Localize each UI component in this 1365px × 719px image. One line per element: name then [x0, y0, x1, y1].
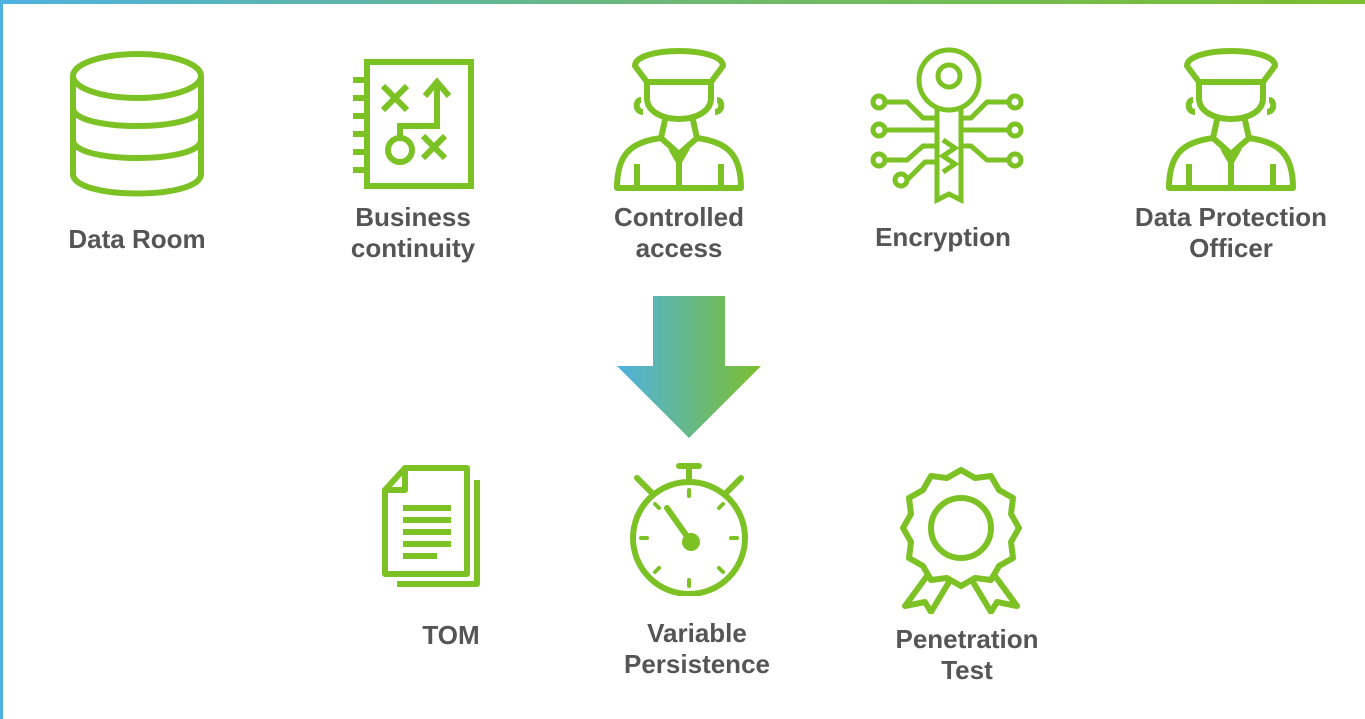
down-arrow-icon: [617, 296, 761, 438]
gradient-top-border: [3, 0, 1365, 4]
document-icon: [381, 464, 491, 588]
label-controlled-access: Controlled access: [614, 202, 744, 263]
security-guard-icon: [611, 40, 747, 192]
label-variable-persistence: Variable Persistence: [624, 618, 770, 679]
label-tom: TOM: [422, 620, 480, 650]
label-penetration-test: Penetration Test: [895, 624, 1039, 685]
stopwatch-icon: [623, 460, 755, 596]
label-encryption: Encryption: [875, 222, 1011, 252]
strategy-board-icon: [345, 58, 479, 190]
security-guard-icon: [1163, 40, 1299, 192]
label-data-protection-officer: Data Protection Officer: [1134, 202, 1328, 263]
circuit-key-icon: [867, 44, 1027, 204]
database-icon: [67, 50, 207, 198]
label-business-continuity: Business continuity: [350, 202, 476, 263]
label-data-room: Data Room: [68, 224, 206, 254]
award-badge-icon: [891, 464, 1031, 614]
